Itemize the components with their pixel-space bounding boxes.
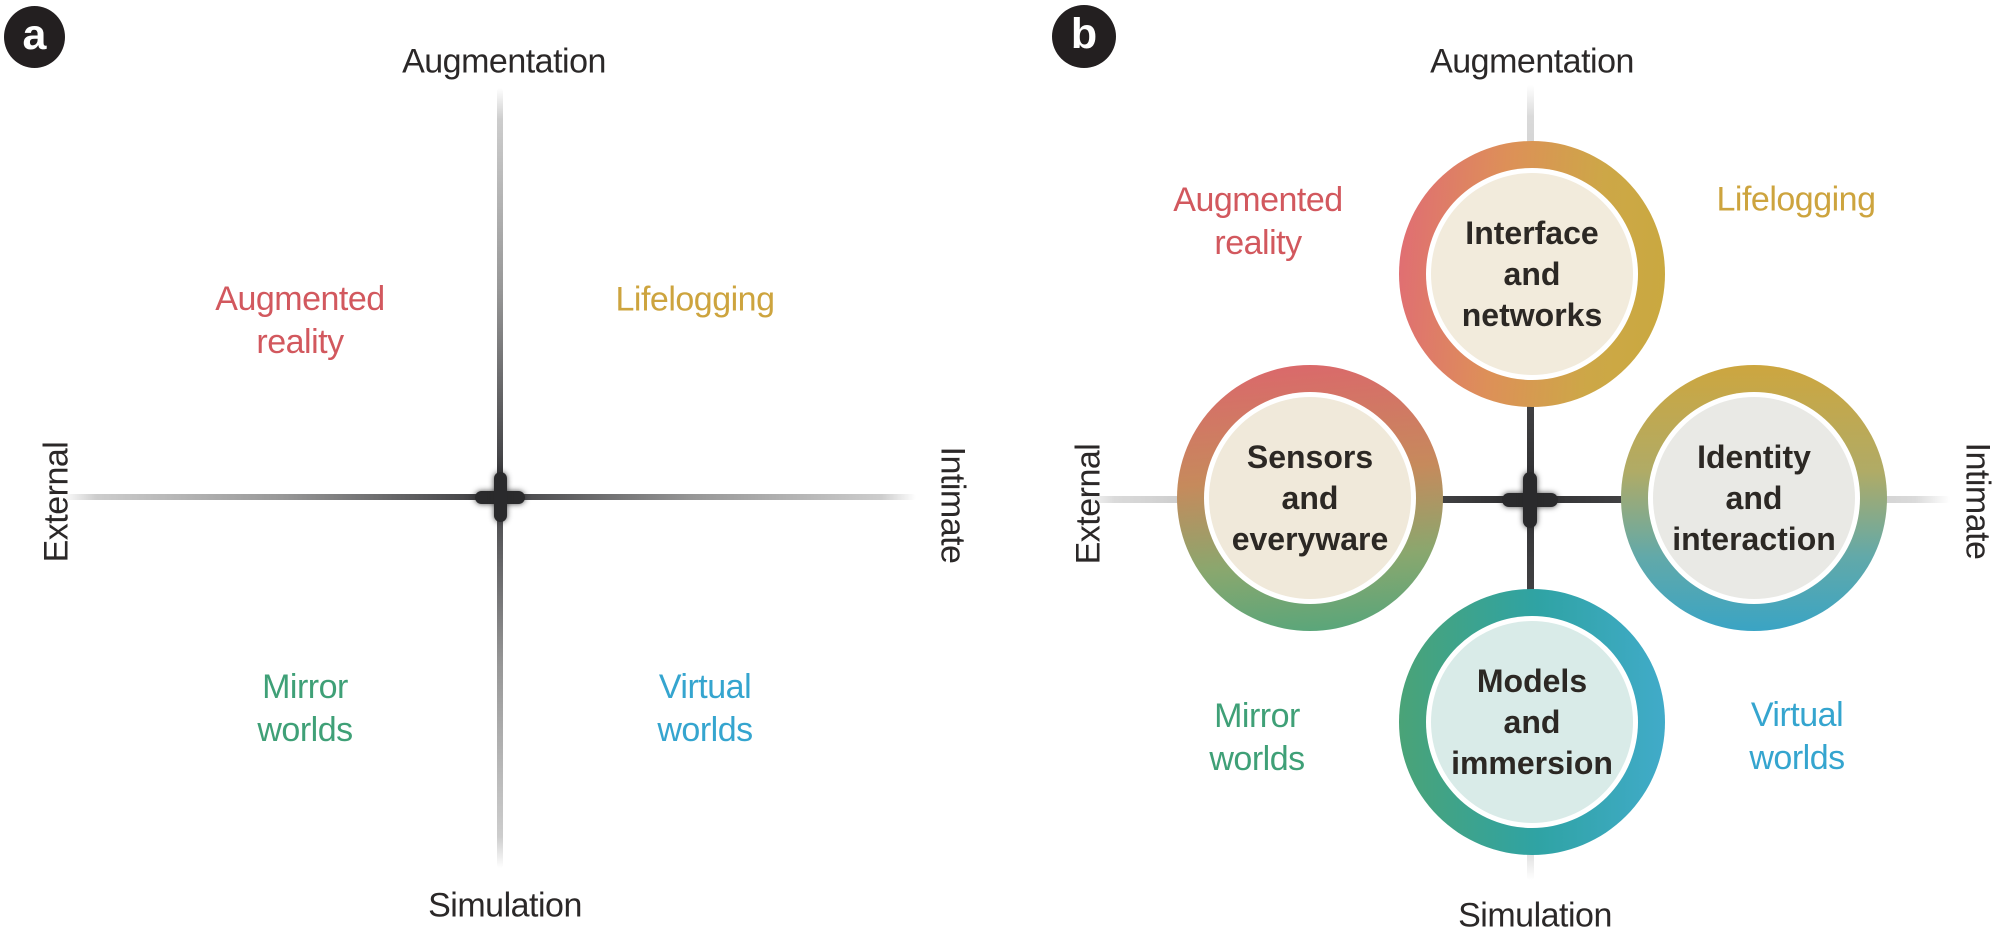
label-line: Virtual bbox=[1750, 696, 1844, 734]
panel-b-badge: b bbox=[1052, 5, 1116, 68]
circle-text-line: and bbox=[1281, 479, 1339, 516]
circle-identity-and-interaction: Identity and interaction bbox=[1621, 365, 1887, 631]
panel-a-axis-label-augmentation: Augmentation bbox=[402, 42, 606, 81]
circle-text-line: and bbox=[1503, 255, 1561, 292]
panel-a-axis-label-external: External bbox=[37, 441, 76, 563]
label-line: worlds bbox=[657, 711, 753, 749]
panel-a-label-augmented-reality: Augmented reality bbox=[215, 278, 385, 364]
panel-a-label-mirror-worlds: Mirror worlds bbox=[257, 666, 353, 752]
circle-interface-and-networks-fill: Interface and networks bbox=[1431, 173, 1633, 375]
panel-b-axis-label-external: External bbox=[1069, 443, 1108, 565]
circle-sensors-and-everyware-fill: Sensors and everyware bbox=[1209, 397, 1411, 599]
circle-interface-and-networks: Interface and networks bbox=[1399, 141, 1665, 407]
circle-models-and-immersion: Models and immersion bbox=[1399, 589, 1665, 855]
circle-identity-and-interaction-fill: Identity and interaction bbox=[1653, 397, 1855, 599]
panel-b-label-lifelogging: Lifelogging bbox=[1717, 179, 1876, 222]
panel-a-label-lifelogging: Lifelogging bbox=[616, 279, 775, 322]
panel-b-label-mirror-worlds: Mirror worlds bbox=[1209, 695, 1305, 781]
panel-b-axis-label-simulation: Simulation bbox=[1458, 896, 1612, 935]
circle-text-line: and bbox=[1503, 703, 1561, 740]
axis-cross-bar bbox=[493, 472, 507, 522]
circle-text-line: interaction bbox=[1672, 520, 1836, 557]
axis-cross-bar bbox=[1523, 472, 1537, 528]
circle-sensors-and-everyware: Sensors and everyware bbox=[1177, 365, 1443, 631]
circle-text-line: Identity bbox=[1697, 438, 1811, 475]
label-line: worlds bbox=[1209, 740, 1305, 778]
circle-text-line: and bbox=[1725, 479, 1783, 516]
circle-text-line: everyware bbox=[1231, 520, 1389, 557]
label-line: worlds bbox=[257, 711, 353, 749]
label-line: worlds bbox=[1749, 739, 1845, 777]
label-line: Virtual bbox=[658, 668, 752, 706]
label-line: Augmented bbox=[1173, 181, 1343, 219]
panel-b-label-virtual-worlds: Virtual worlds bbox=[1749, 694, 1845, 780]
circle-text-line: networks bbox=[1461, 296, 1603, 333]
circle-text-line: immersion bbox=[1451, 744, 1613, 781]
label-line: Mirror bbox=[1214, 697, 1300, 735]
label-line: Lifelogging bbox=[1716, 180, 1876, 219]
circle-text-line: Models bbox=[1476, 662, 1588, 699]
label-line: Mirror bbox=[262, 668, 348, 706]
label-line: reality bbox=[1214, 224, 1302, 262]
panel-a-axis-label-intimate: Intimate bbox=[933, 446, 972, 564]
label-line: Lifelogging bbox=[615, 280, 775, 319]
circle-text-line: Interface bbox=[1465, 214, 1599, 251]
panel-b-axis-label-augmentation: Augmentation bbox=[1430, 42, 1634, 81]
label-line: reality bbox=[256, 323, 344, 361]
panel-a-axis-label-simulation: Simulation bbox=[428, 886, 582, 925]
panel-a-badge: a bbox=[4, 6, 65, 68]
circle-text-line: Sensors bbox=[1246, 438, 1374, 475]
label-line: Augmented bbox=[215, 280, 385, 318]
panel-a-label-virtual-worlds: Virtual worlds bbox=[657, 666, 753, 752]
panel-b-label-augmented-reality: Augmented reality bbox=[1173, 179, 1343, 265]
circle-models-and-immersion-fill: Models and immersion bbox=[1431, 621, 1633, 823]
panel-b-axis-label-intimate: Intimate bbox=[1958, 442, 1997, 560]
